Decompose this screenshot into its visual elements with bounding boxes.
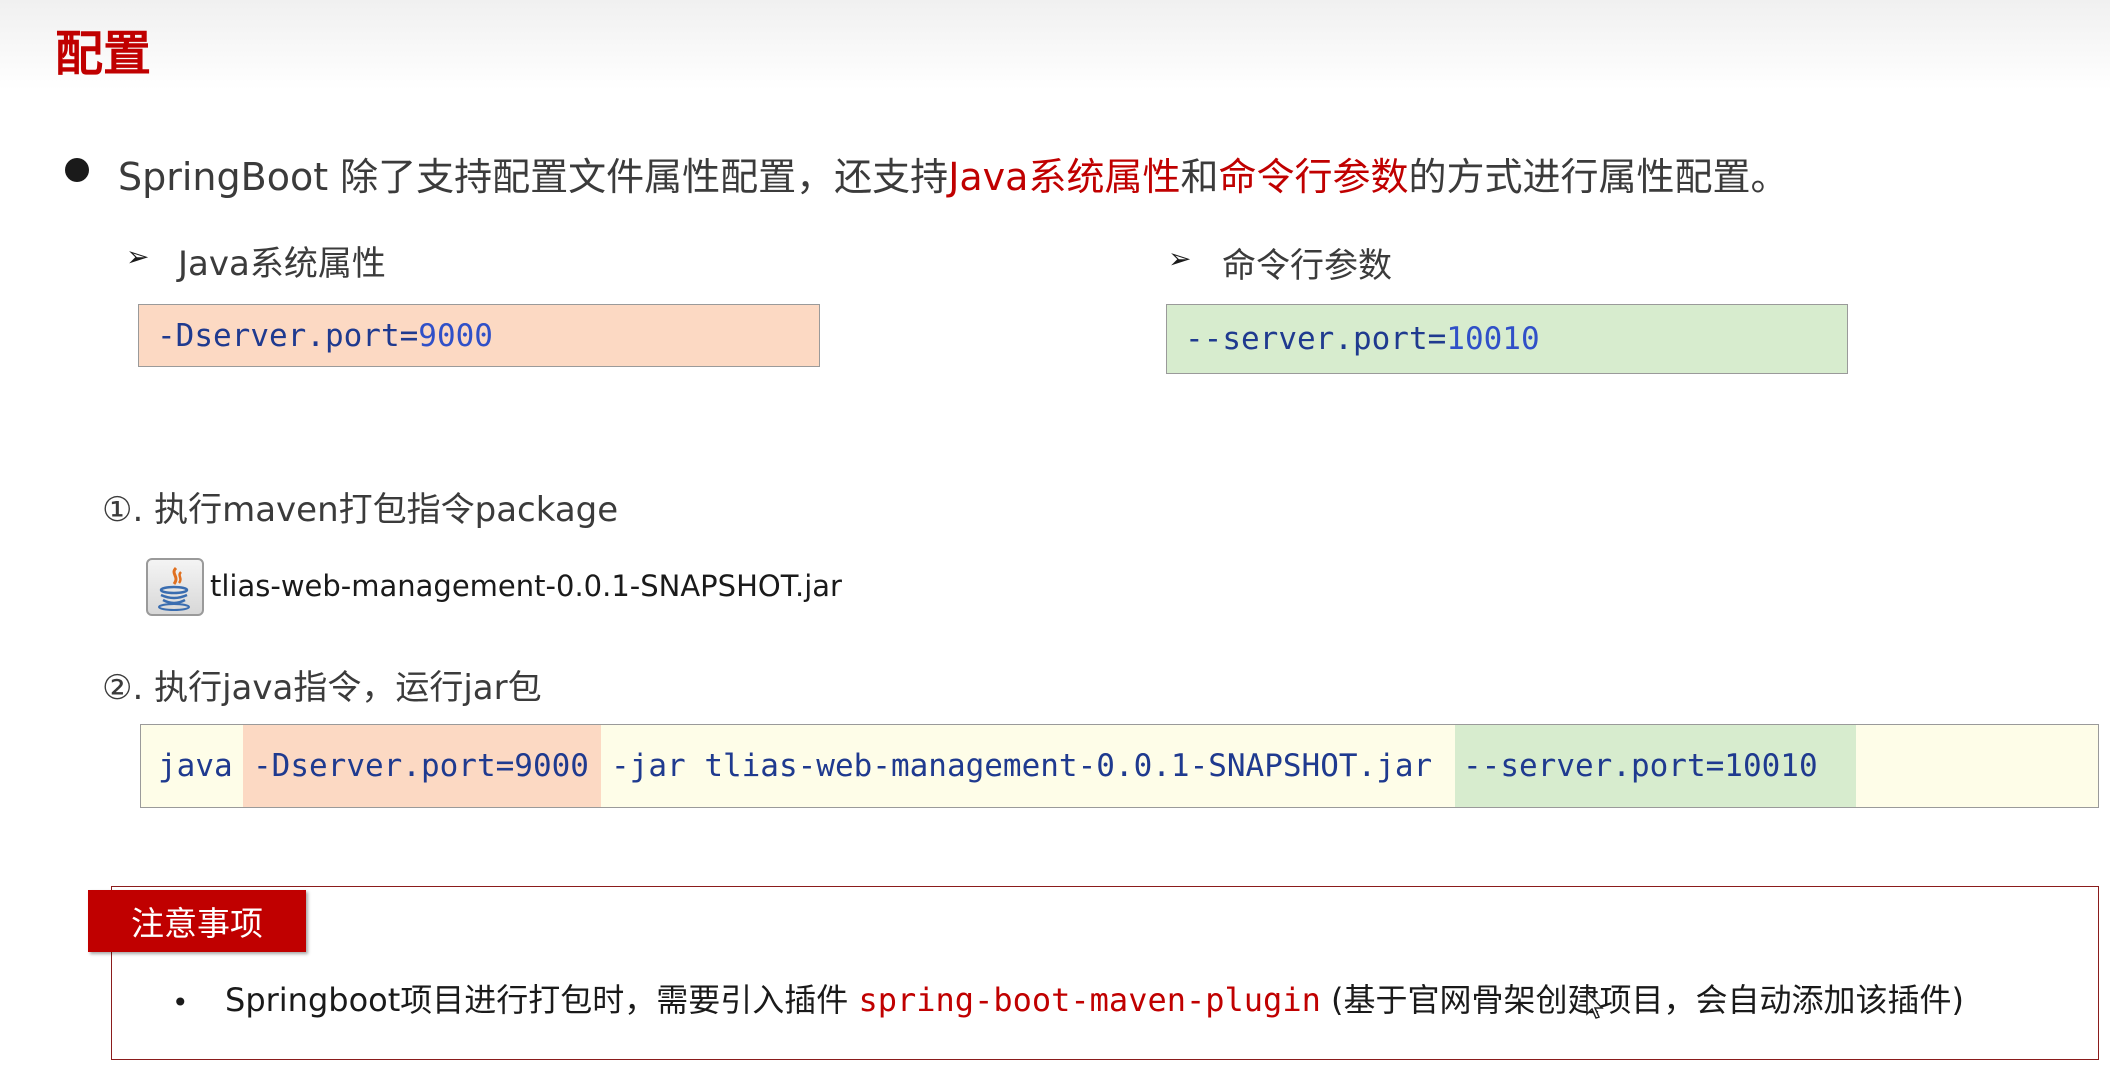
java-props-code-key: -Dserver.port=	[157, 317, 419, 354]
cmd-args-code-key: --server.port=	[1185, 321, 1447, 357]
notice-plugin-name: spring-boot-maven-plugin	[858, 981, 1321, 1019]
cmd-args-code-box: --server.port=10010	[1166, 304, 1848, 374]
java-props-code-value: 9000	[418, 317, 493, 354]
notice-box	[111, 886, 2099, 1060]
notice-text: Springboot项目进行打包时，需要引入插件 spring-boot-mav…	[225, 975, 1964, 1021]
notice-text-after: (基于官网骨架创建项目，会自动添加该插件)	[1320, 981, 1964, 1019]
cmd-jar: -jar tlias-web-management-0.0.1-SNAPSHOT…	[611, 748, 1433, 784]
cmd-args-code-value: 10010	[1446, 321, 1540, 357]
intro-prefix: SpringBoot 除了支持配置文件属性配置，还支持	[118, 155, 949, 199]
notice-tag: 注意事项	[88, 890, 306, 952]
cmd-arg: --server.port=10010	[1455, 725, 1856, 807]
java-props-label: Java系统属性	[178, 244, 386, 284]
step2-label: ②. 执行java指令，运行jar包	[102, 668, 542, 708]
intro-middle: 和	[1180, 155, 1219, 199]
notice-text-before: Springboot项目进行打包时，需要引入插件	[225, 981, 859, 1019]
page-title: 配置	[55, 26, 152, 82]
java-props-code-box: -Dserver.port=9000	[138, 304, 820, 367]
intro-highlight-cmd-args: 命令行参数	[1218, 155, 1409, 199]
notice-bullet: •	[172, 986, 189, 1019]
cmd-args-label: 命令行参数	[1222, 246, 1392, 286]
step1-label: ①. 执行maven打包指令package	[102, 490, 619, 530]
jar-file-name: tlias-web-management-0.0.1-SNAPSHOT.jar	[210, 569, 842, 603]
cmd-dprop: -Dserver.port=9000	[243, 725, 601, 807]
arrow-bullet-icon: ➢	[126, 240, 150, 273]
mouse-cursor-icon	[1585, 990, 1605, 1020]
intro-text: SpringBoot 除了支持配置文件属性配置，还支持Java系统属性和命令行参…	[118, 146, 1789, 201]
java-jar-icon	[146, 558, 204, 616]
command-box: java -Dserver.port=9000 -jar tlias-web-m…	[140, 724, 2099, 808]
cmd-java: java	[158, 748, 233, 784]
bullet-dot	[65, 158, 89, 182]
arrow-bullet-icon: ➢	[1168, 242, 1192, 275]
intro-highlight-java-props: Java系统属性	[948, 155, 1181, 199]
intro-suffix: 的方式进行属性配置。	[1408, 155, 1789, 199]
